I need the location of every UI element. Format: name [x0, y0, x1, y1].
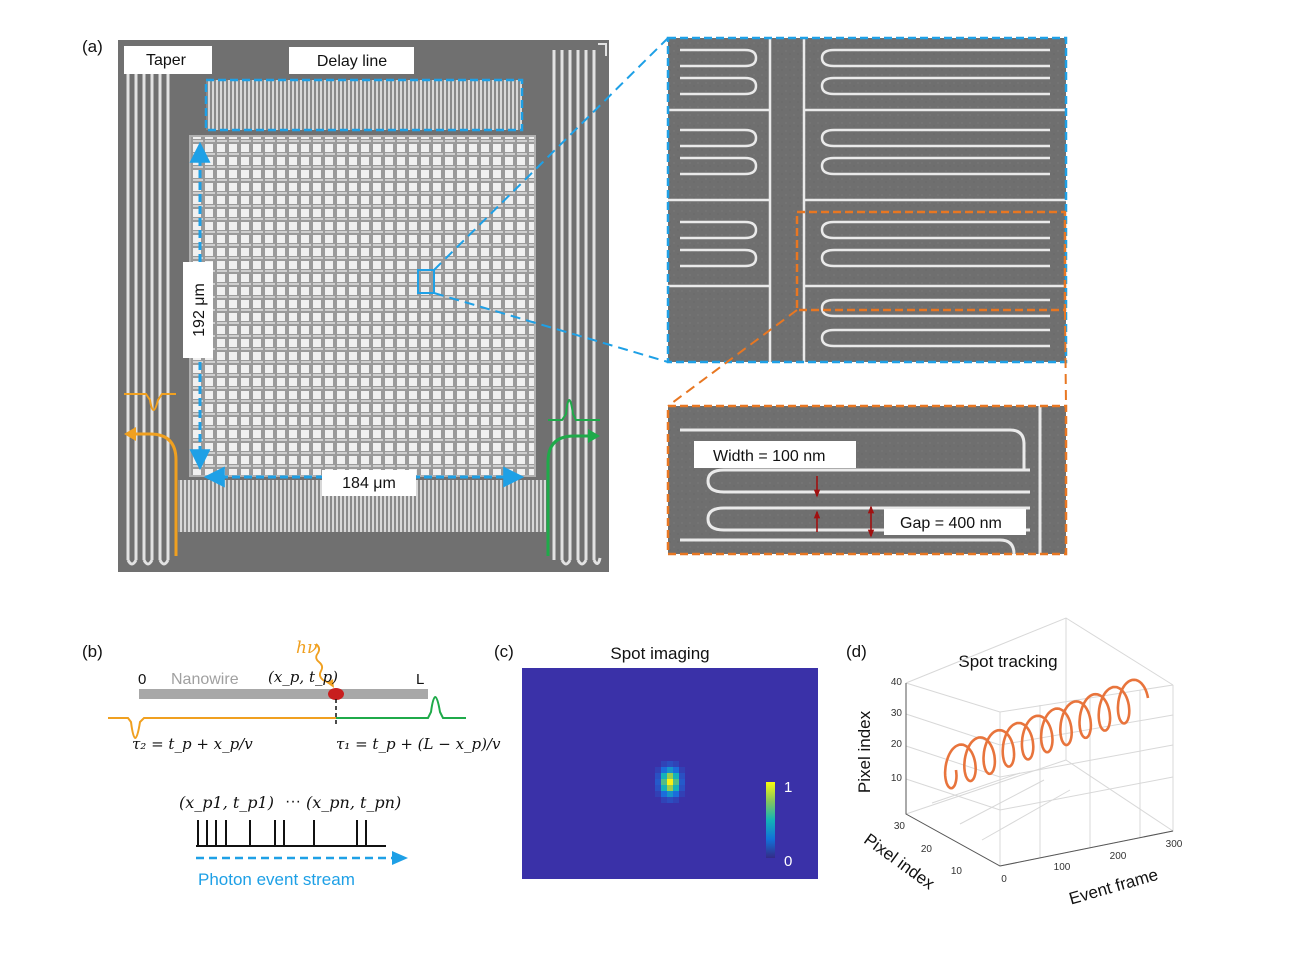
panel-d-label: (d) [846, 642, 867, 661]
nanowire-bar [139, 689, 428, 699]
sem-device-image [118, 40, 609, 572]
taper-left [126, 50, 170, 566]
tau1-label: τ₁ = t_p + (L − x_p)/v [336, 735, 501, 753]
taper-label: Taper [146, 52, 187, 69]
svg-text:10: 10 [891, 773, 903, 784]
spot-imaging-title: Spot imaging [610, 644, 709, 663]
tau2-label: τ₂ = t_p + x_p/v [132, 735, 253, 753]
ellipsis-label: ··· [285, 793, 301, 810]
colorbar-max: 1 [784, 779, 792, 796]
right-pulse [336, 696, 466, 719]
panel-b-label: (b) [82, 642, 103, 661]
pixel-array [190, 136, 535, 476]
svg-text:100: 100 [1054, 862, 1071, 873]
gap-label: Gap = 400 nm [900, 515, 1002, 532]
event-ticks [196, 820, 386, 847]
left-pulse [108, 717, 336, 739]
zoom-source-box [417, 269, 435, 294]
photon-label: hν [296, 638, 317, 658]
height-label: 192 μm [191, 283, 208, 337]
delay-line-highlight [204, 78, 524, 132]
colorbar-min: 0 [784, 853, 792, 870]
spot-tracking-title: Spot tracking [958, 652, 1057, 671]
svg-text:30: 30 [894, 821, 906, 832]
svg-text:0: 0 [1001, 874, 1007, 885]
left-readout-signal [124, 393, 178, 556]
svg-text:200: 200 [1110, 851, 1127, 862]
event-stream-label: Photon event stream [198, 870, 355, 889]
depth-axis-label: Pixel index [860, 830, 938, 894]
photon-squiggle [315, 643, 332, 685]
colorbar [766, 782, 775, 858]
frame-ticks: 0 100 200 300 [1001, 839, 1183, 885]
svg-text:30: 30 [891, 708, 903, 719]
dimension-markers [813, 476, 875, 538]
photon-hotspot [328, 688, 344, 700]
sem-zoom-panel [666, 36, 1068, 364]
right-readout-signal [546, 399, 600, 556]
frame-axis-label: Event frame [1067, 865, 1160, 909]
svg-text:40: 40 [891, 677, 903, 688]
wire-width-label: Width = 100 nm [713, 448, 826, 465]
event-first-label: (x_p1, t_p1) [179, 793, 274, 812]
svg-text:10: 10 [951, 866, 963, 877]
panel-a-label: (a) [82, 37, 103, 56]
zero-label: 0 [138, 671, 146, 688]
vertical-ticks: 10 20 30 40 [891, 677, 903, 784]
y-axis-label: Pixel index [855, 710, 874, 793]
svg-text:20: 20 [921, 844, 933, 855]
panel-c-label: (c) [494, 642, 514, 661]
length-label: L [416, 671, 424, 688]
svg-text:300: 300 [1166, 839, 1183, 850]
plot-3d-axes [905, 683, 1174, 867]
delay-line-label: Delay line [317, 53, 387, 70]
zoom-detail-box [795, 210, 1067, 312]
nanowire-label: Nanowire [171, 671, 239, 688]
delay-line-top [206, 80, 522, 130]
taper-right [552, 43, 607, 566]
spot-trajectory [943, 678, 1150, 790]
depth-ticks: 10 20 30 [894, 821, 963, 877]
svg-text:20: 20 [891, 739, 903, 750]
position-label: (x_p, t_p) [268, 668, 338, 686]
width-label: 184 μm [342, 475, 396, 492]
event-last-label: (x_pn, t_pn) [306, 793, 401, 812]
